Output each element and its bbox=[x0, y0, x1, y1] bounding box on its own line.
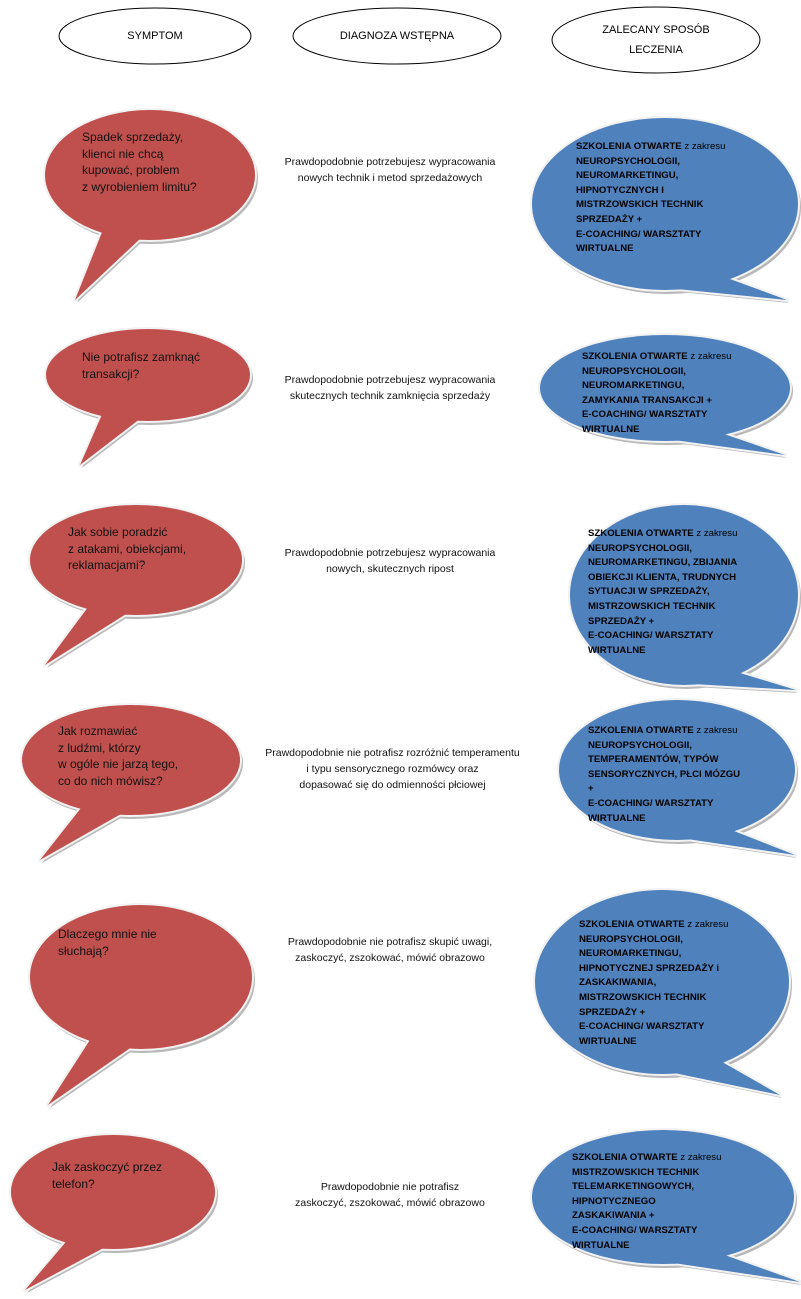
treatment-lead: SZKOLENIA OTWARTE bbox=[588, 528, 694, 539]
symptom-text-3: Jak sobie poradzić z atakami, obiekcjami… bbox=[68, 525, 187, 572]
treatment-text-2: SZKOLENIA OTWARTE z zakresu NEUROPSYCHOL… bbox=[582, 350, 731, 438]
symptom-bubble bbox=[9, 1133, 218, 1293]
treatment-body: NEUROPSYCHOLOGII, NEUROMARKETINGU, HIPNO… bbox=[579, 933, 720, 1047]
symptom-bubble bbox=[43, 108, 258, 303]
header-diagnosis: DIAGNOZA WSTĘPNA bbox=[339, 30, 455, 42]
treatment-lead-rest: z zakresu bbox=[693, 725, 738, 736]
treatment-text-3: SZKOLENIA OTWARTE z zakresu NEUROPSYCHOL… bbox=[588, 527, 737, 658]
header-symptom: SYMPTOM bbox=[127, 30, 183, 42]
treatment-lead-rest: z zakresu bbox=[677, 1152, 722, 1163]
header-ellipse-diagnosis bbox=[292, 7, 502, 65]
treatment-bubble bbox=[568, 503, 801, 693]
symptom-bubble bbox=[28, 903, 255, 1108]
diagnosis-text-4: Prawdopodobnie nie potrafisz rozróżnić t… bbox=[265, 747, 520, 791]
header-ellipse-symptom bbox=[58, 7, 252, 65]
symptom-bubble bbox=[44, 327, 253, 468]
treatment-body: NEUROPSYCHOLOGII, NEUROMARKETINGU, ZAMYK… bbox=[582, 365, 712, 435]
treatment-body: NEUROPSYCHOLOGII, TEMPERAMENTÓW, TYPÓW S… bbox=[588, 739, 741, 824]
treatment-bubble bbox=[557, 698, 798, 858]
diagnosis-text-3: Prawdopodobnie potrzebujesz wypracowania… bbox=[284, 547, 496, 575]
treatment-text-4: SZKOLENIA OTWARTE z zakresu NEUROPSYCHOL… bbox=[588, 724, 740, 826]
treatment-bubble bbox=[533, 888, 792, 1098]
treatment-lead: SZKOLENIA OTWARTE bbox=[582, 351, 688, 362]
header-treatment: ZALECANY SPOSÓB LECZENIA bbox=[602, 24, 710, 56]
symptom-text-4: Jak rozmawiać z ludźmi, którzy w ogóle n… bbox=[58, 724, 179, 788]
treatment-text-1: SZKOLENIA OTWARTE z zakresu NEUROPSYCHOL… bbox=[576, 140, 725, 257]
symptom-text-1: Spadek sprzedaży, klienci nie chcą kupow… bbox=[82, 130, 197, 194]
header-ellipse-treatment bbox=[551, 6, 761, 74]
treatment-lead: SZKOLENIA OTWARTE bbox=[588, 725, 694, 736]
symptom-bubble bbox=[28, 503, 245, 668]
treatment-lead-rest: z zakresu bbox=[693, 528, 738, 539]
treatment-text-6: SZKOLENIA OTWARTE z zakresu MISTRZOWSKIC… bbox=[572, 1151, 721, 1253]
diagnosis-text-2: Prawdopodobnie potrzebujesz wypracowania… bbox=[284, 374, 496, 402]
treatment-lead-rest: z zakresu bbox=[681, 141, 726, 152]
symptom-text-5: Dlaczego mnie nie słuchają? bbox=[58, 927, 157, 958]
treatment-lead-rest: z zakresu bbox=[684, 919, 729, 930]
diagnosis-text-1: Prawdopodobnie potrzebujesz wypracowania… bbox=[284, 156, 496, 184]
symptom-text-6: Jak zaskoczyć przez telefon? bbox=[52, 1160, 163, 1191]
treatment-body: NEUROPSYCHOLOGII, NEUROMARKETINGU, HIPNO… bbox=[576, 155, 704, 255]
treatment-lead: SZKOLENIA OTWARTE bbox=[579, 919, 685, 930]
treatment-bubble bbox=[538, 333, 793, 458]
symptom-text-2: Nie potrafisz zamknąć transakcji? bbox=[82, 350, 201, 381]
treatment-bubble bbox=[530, 1128, 801, 1285]
treatment-bubble bbox=[530, 116, 801, 303]
treatment-body: MISTRZOWSKICH TECHNIK TELEMARKETINGOWYCH… bbox=[572, 1166, 700, 1251]
symptom-bubble bbox=[20, 703, 243, 863]
treatment-text-5: SZKOLENIA OTWARTE z zakresu NEUROPSYCHOL… bbox=[579, 918, 728, 1049]
diagnosis-text-5: Prawdopodobnie nie potrafisz skupić uwag… bbox=[287, 936, 493, 964]
treatment-body: NEUROPSYCHOLOGII, NEUROMARKETINGU, ZBIJA… bbox=[588, 542, 738, 656]
diagnosis-text-6: Prawdopodobnie nie potrafisz zaskoczyć, … bbox=[295, 1181, 485, 1209]
treatment-lead: SZKOLENIA OTWARTE bbox=[572, 1152, 678, 1163]
treatment-lead: SZKOLENIA OTWARTE bbox=[576, 141, 682, 152]
treatment-lead-rest: z zakresu bbox=[687, 351, 732, 362]
